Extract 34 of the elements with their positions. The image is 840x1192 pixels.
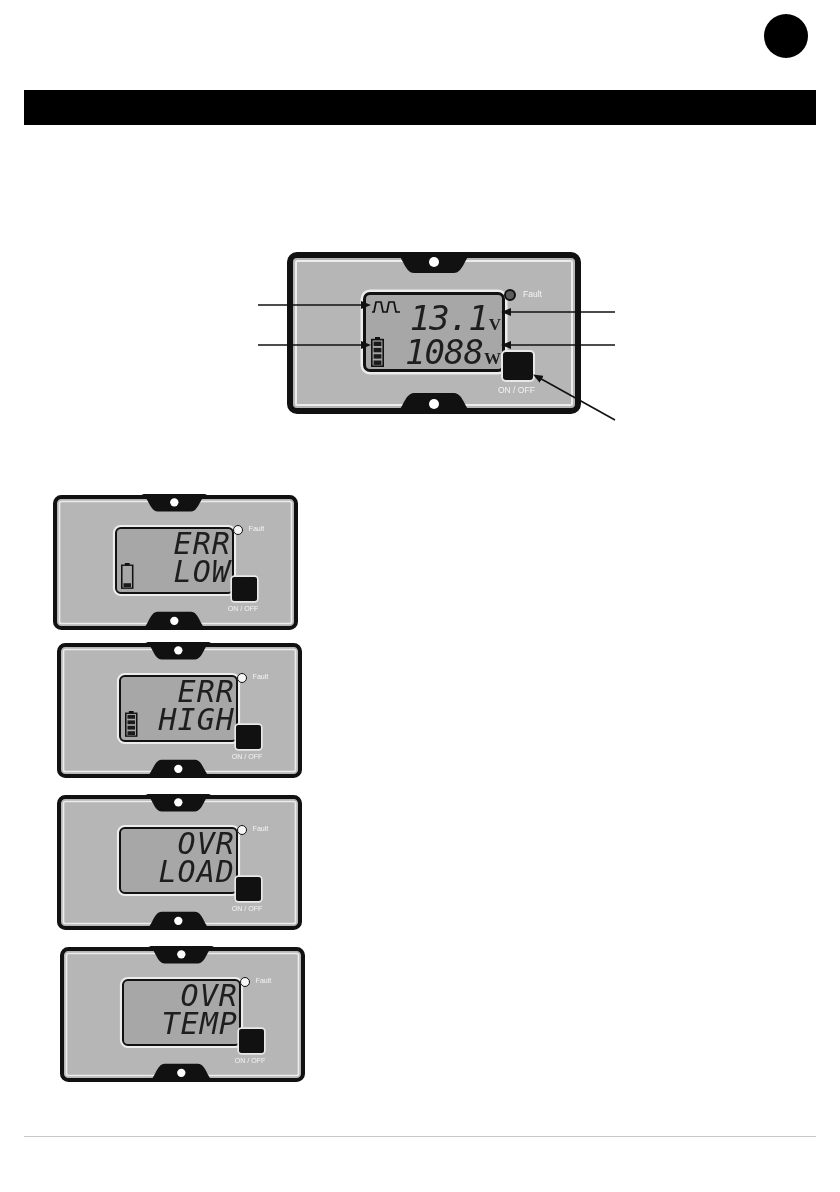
power-button [235, 877, 261, 901]
lcd-screen [119, 675, 238, 742]
display-message: OVR LOAD [157, 830, 235, 886]
leader-line [532, 374, 616, 421]
power-button [231, 577, 257, 601]
battery-icon [371, 337, 384, 367]
control-panel [57, 643, 302, 778]
display-message: OVR TEMP [160, 982, 238, 1038]
leader-line [257, 301, 371, 309]
power-button [503, 352, 533, 380]
leader-line [257, 341, 371, 349]
lcd-screen [363, 292, 505, 372]
lcd-screen [119, 827, 238, 894]
power-button [235, 725, 261, 749]
leader-line [501, 308, 616, 316]
fault-light [232, 524, 243, 535]
control-panel [287, 252, 581, 414]
lcd-screen [122, 979, 241, 1046]
fault-light [239, 976, 250, 987]
power-reading: 1088W [405, 335, 501, 369]
control-panel [57, 795, 302, 930]
fault-light [504, 289, 516, 301]
display-message: ERR LOW [172, 530, 231, 586]
leader-line [501, 341, 616, 349]
lcd-screen [115, 527, 234, 594]
fault-light [236, 824, 247, 835]
light-label: Fault [523, 290, 542, 299]
waveform-icon [371, 301, 401, 313]
voltage-reading: 13.1 V [409, 301, 501, 335]
control-panel [60, 947, 305, 1082]
control-panel [53, 495, 298, 630]
power-button [238, 1029, 264, 1053]
fault-light [236, 672, 247, 683]
display-message: ERR HIGH [157, 678, 235, 734]
